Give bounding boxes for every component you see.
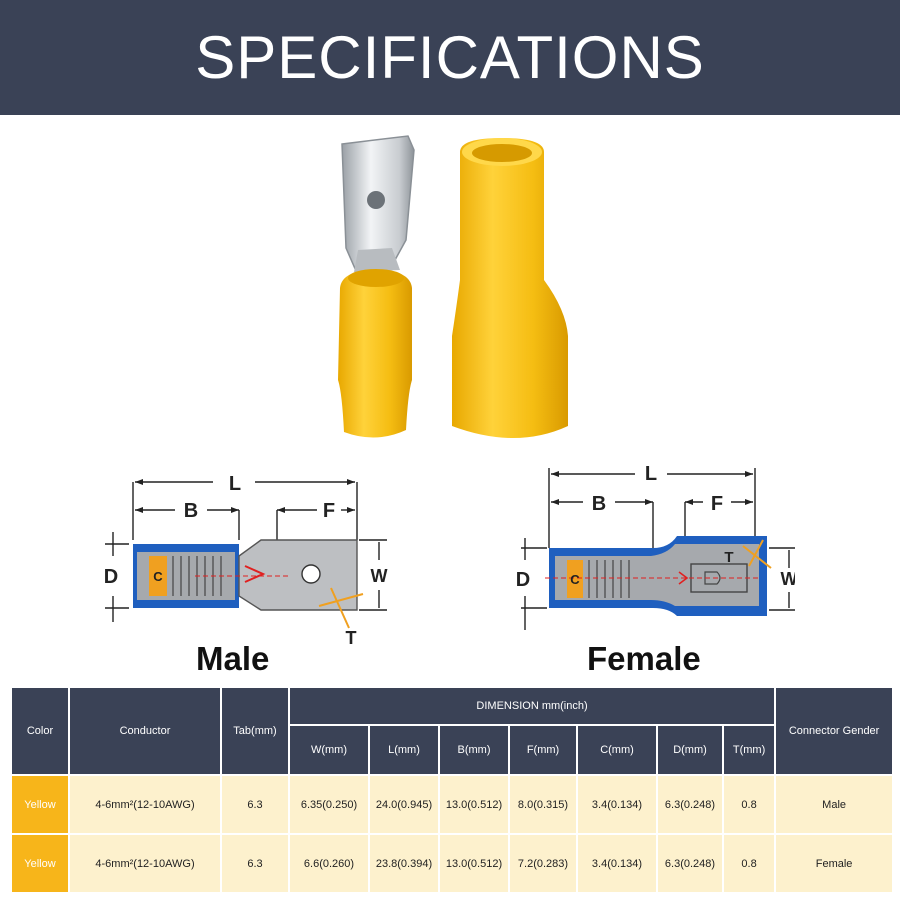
- col-header-b: B(mm): [438, 724, 510, 776]
- cell-d: 6.3(0.248): [656, 774, 724, 835]
- cell-tab: 6.3: [220, 833, 290, 894]
- cell-c: 3.4(0.134): [576, 833, 658, 894]
- cell-gender: Male: [774, 774, 895, 835]
- col-header-conductor: Conductor: [68, 686, 222, 776]
- cell-w: 6.6(0.260): [288, 833, 370, 894]
- table-row: Yellow 4-6mm²(12-10AWG) 6.3 6.6(0.260) 2…: [10, 833, 895, 894]
- table-subheader-row: W(mm) L(mm) B(mm) F(mm) C(mm) D(mm) T(mm…: [11, 724, 893, 776]
- female-label-b: B: [592, 493, 606, 515]
- col-header-d: D(mm): [656, 724, 724, 776]
- specifications-banner: SPECIFICATIONS: [0, 0, 900, 115]
- female-arrowheads: [551, 471, 753, 505]
- female-terminal-photo: [452, 138, 568, 438]
- cell-f: 8.0(0.315): [508, 774, 578, 835]
- male-label-f: F: [323, 500, 335, 522]
- cell-f: 7.2(0.283): [508, 833, 578, 894]
- col-header-f: F(mm): [508, 724, 578, 776]
- table-row: Yellow 4-6mm²(12-10AWG) 6.3 6.35(0.250) …: [10, 774, 895, 835]
- male-barrel-c: [149, 556, 167, 596]
- cell-l: 23.8(0.394): [368, 833, 440, 894]
- male-dimension-diagram: L B F D W C T: [104, 473, 388, 648]
- cell-b: 13.0(0.512): [438, 774, 510, 835]
- male-tab-blade: [238, 539, 358, 611]
- cell-l: 24.0(0.945): [368, 774, 440, 835]
- female-caption: Female: [587, 640, 701, 677]
- male-arrowheads: [135, 479, 355, 513]
- col-header-gender: Connector Gender: [774, 686, 895, 776]
- female-barrel-serrations: [588, 560, 630, 598]
- male-caption: Male: [196, 640, 270, 677]
- col-header-tab: Tab(mm): [220, 686, 290, 776]
- female-label-d: D: [516, 569, 530, 591]
- cell-b: 13.0(0.512): [438, 833, 510, 894]
- male-label-d: D: [104, 566, 118, 588]
- product-photo: [338, 135, 568, 438]
- female-label-c: C: [570, 572, 580, 587]
- female-label-l: L: [645, 463, 657, 485]
- female-label-t: T: [724, 549, 733, 566]
- col-header-l: L(mm): [368, 724, 440, 776]
- cell-conductor: 4-6mm²(12-10AWG): [68, 774, 222, 835]
- table-header-row: Color Conductor Tab(mm) DIMENSION mm(inc…: [10, 686, 895, 776]
- cell-gender: Female: [774, 833, 895, 894]
- female-label-f: F: [711, 493, 723, 515]
- male-label-w: W: [371, 566, 388, 586]
- male-dimension-lines: [105, 481, 387, 622]
- specifications-table: Color Conductor Tab(mm) DIMENSION mm(inc…: [10, 686, 895, 894]
- cell-tab: 6.3: [220, 774, 290, 835]
- female-dimension-diagram: L B F D W C T: [516, 463, 796, 630]
- cell-t: 0.8: [721, 833, 777, 894]
- col-header-w: W(mm): [288, 724, 370, 776]
- cell-conductor: 4-6mm²(12-10AWG): [68, 833, 222, 894]
- cell-w: 6.35(0.250): [288, 774, 370, 835]
- col-header-c: C(mm): [576, 724, 658, 776]
- male-label-t: T: [346, 628, 357, 648]
- cell-c: 3.4(0.134): [576, 774, 658, 835]
- page-title: SPECIFICATIONS: [195, 24, 705, 91]
- male-label-l: L: [229, 473, 241, 495]
- cell-d: 6.3(0.248): [656, 833, 724, 894]
- female-label-w: W: [781, 569, 796, 589]
- col-header-t: T(mm): [721, 724, 777, 776]
- cell-color: Yellow: [10, 774, 70, 835]
- male-label-b: B: [184, 500, 198, 522]
- col-header-dimension-group: DIMENSION mm(inch): [287, 686, 777, 726]
- female-barrel-c: [567, 560, 583, 598]
- cell-color: Yellow: [10, 833, 70, 894]
- male-label-c: C: [153, 569, 163, 584]
- male-terminal-photo: [338, 135, 415, 438]
- col-header-color: Color: [10, 686, 70, 776]
- cell-t: 0.8: [721, 774, 777, 835]
